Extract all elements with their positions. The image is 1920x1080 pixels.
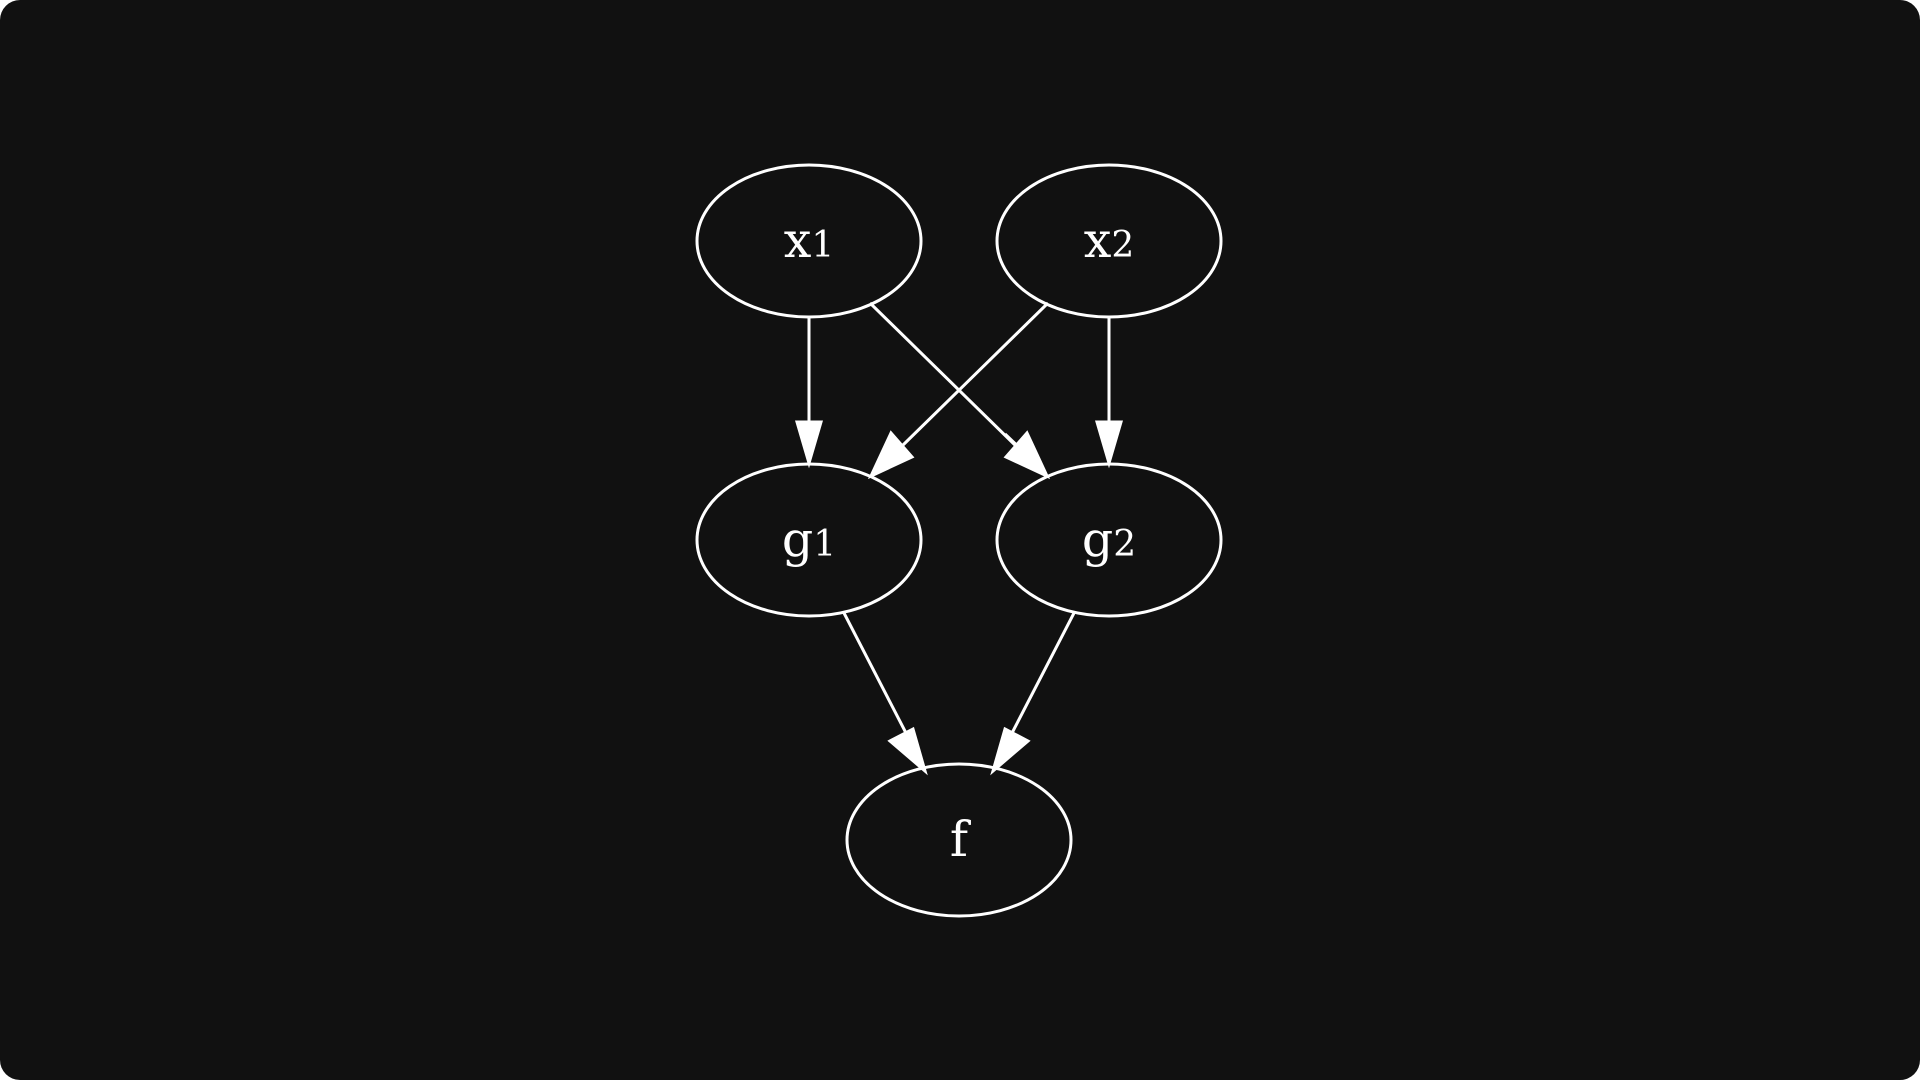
node-f: f [845,762,1073,918]
node-x1-letter: x [784,212,812,269]
node-x2-label: x2 [1084,212,1135,269]
node-f-label: f [950,811,972,868]
node-x2-ellipse [995,163,1223,319]
node-g1-subscript: 1 [813,524,836,565]
node-f-letter: f [950,811,972,868]
edge-g2-f-arrowhead [990,726,1031,776]
edge-x2-g2-arrowhead [1094,420,1124,469]
node-g2-label: g2 [1082,511,1136,568]
node-g1-label: g1 [782,511,836,568]
node-x1-label: x1 [784,212,835,269]
edges [794,301,1124,776]
node-g2: g2 [995,462,1223,618]
edge-x1-g1-arrowhead [794,420,824,469]
edge-g1-f [842,612,909,736]
edge-g2-f [1009,612,1076,736]
edge-x1-g2 [868,301,1019,449]
node-g1: g1 [695,462,923,618]
node-g2-ellipse [995,462,1223,618]
node-x1-subscript: 1 [811,225,834,266]
node-g2-subscript: 2 [1113,524,1136,565]
node-f-ellipse [845,762,1073,918]
node-g1-letter: g [782,511,813,568]
node-x2: x2 [995,163,1223,319]
node-g1-ellipse [695,462,923,618]
node-x1: x1 [695,163,923,319]
node-x1-ellipse [695,163,923,319]
edge-x1-g2-arrowhead-fill [1003,430,1051,480]
node-x2-letter: x [1084,212,1112,269]
edge-g1-f-arrowhead [887,726,928,776]
node-x2-subscript: 2 [1111,225,1134,266]
edge-x2-g1-arrowhead [867,430,915,480]
node-g2-letter: g [1082,511,1113,568]
edge-x2-g1 [899,301,1050,449]
